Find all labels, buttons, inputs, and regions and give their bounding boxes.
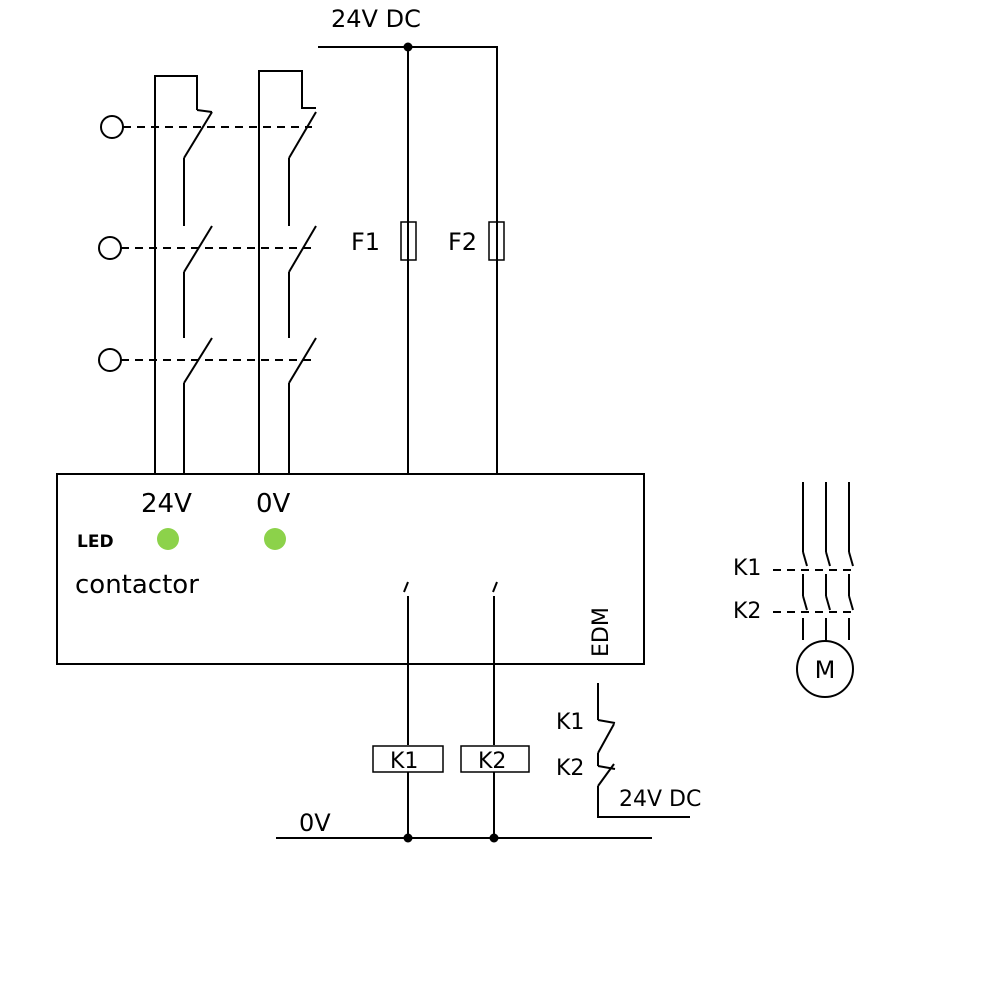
coil-k1-label: K1 <box>390 749 418 774</box>
ground-rail-0v <box>276 833 652 843</box>
estop-button-2 <box>98 236 312 260</box>
safety-output-contact-1 <box>403 581 409 745</box>
led-label: LED <box>77 532 114 552</box>
motor-symbol <box>796 640 854 698</box>
safety-output-contact-2 <box>492 581 498 745</box>
contactor-label: contactor <box>75 570 199 600</box>
fuse-f2 <box>488 221 505 261</box>
fuse-f2-label: F2 <box>448 228 477 256</box>
safety-relay-module <box>56 473 645 665</box>
estop-button-3 <box>98 348 312 372</box>
edm-k2-label: K2 <box>556 756 584 781</box>
fuse-f1 <box>400 221 417 261</box>
supply-24v-dc-label: 24V DC <box>331 5 421 33</box>
motor-power-lines <box>773 482 854 641</box>
motor-label: M <box>815 656 836 684</box>
input-24v-label: 24V <box>141 489 192 519</box>
motor-k1-label: K1 <box>733 556 761 581</box>
estop-button-1 <box>100 115 312 139</box>
edm-label: EDM <box>589 607 614 657</box>
coil-k2-label: K2 <box>478 749 506 774</box>
estop-channel-1 <box>154 75 213 474</box>
motor-k2-label: K2 <box>733 599 761 624</box>
estop-channel-2 <box>258 70 317 474</box>
ground-0v-label: 0V <box>299 809 331 837</box>
fuse-f1-label: F1 <box>351 228 380 256</box>
edm-supply-label: 24V DC <box>619 787 701 812</box>
edm-k1-label: K1 <box>556 710 584 735</box>
led-24v-indicator <box>157 528 179 550</box>
edm-feedback-contacts <box>597 683 690 818</box>
led-0v-indicator <box>264 528 286 550</box>
input-0v-label: 0V <box>256 489 291 519</box>
